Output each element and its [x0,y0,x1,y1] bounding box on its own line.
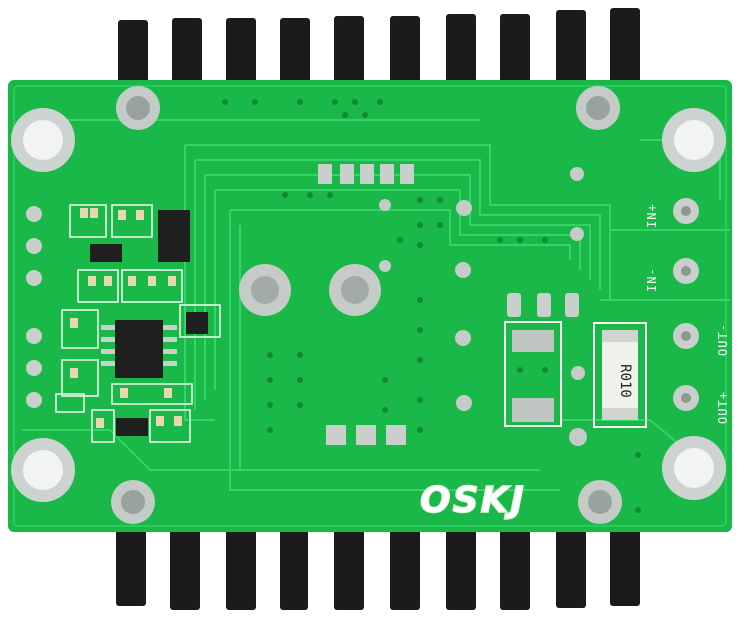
left-edge-pads [26,206,42,408]
heatsink-screws [111,86,622,524]
mounting-holes [11,108,726,502]
current-sense-resistor [593,322,647,428]
heatsink-fins-top [118,8,640,90]
label-out-plus: OUT+ [716,391,730,424]
heatsink-fins-bottom [116,520,640,610]
label-in-minus: IN- [645,267,659,292]
label-out-minus: OUT- [716,323,730,356]
top-pad-row [318,164,414,184]
resistor-marking-text: R010 [617,364,633,398]
terminal-pads [673,198,699,411]
test-point-vias [379,167,587,446]
power-device-pads [326,293,579,445]
vias [222,99,641,513]
brand-logo-text: OSKJ [419,479,526,522]
label-in-plus: IN+ [645,203,659,228]
resistor-marking: R010 [611,346,639,416]
control-circuit [55,204,221,443]
